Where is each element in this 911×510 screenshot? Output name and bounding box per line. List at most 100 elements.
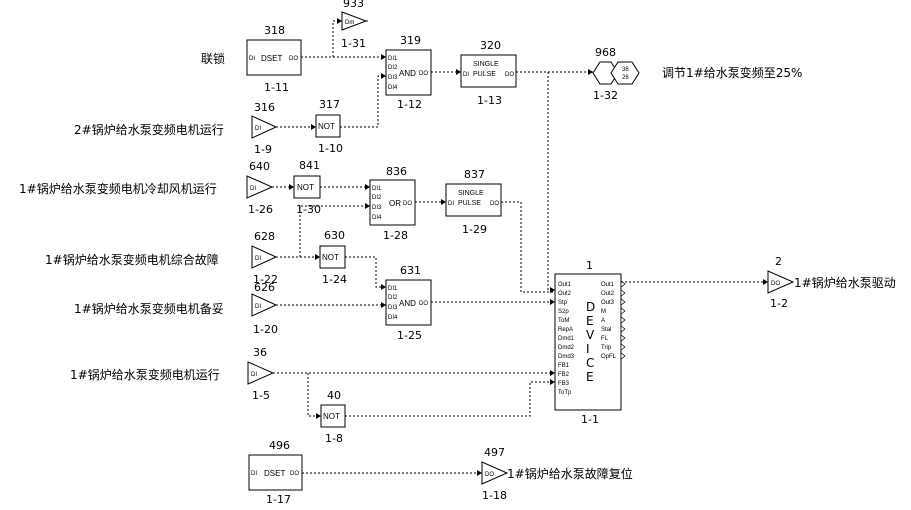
- block-497-name: DO: [485, 472, 494, 478]
- arrow-630: [315, 254, 320, 260]
- device-output-pin: Out3: [601, 300, 615, 306]
- block-631-id: 631: [400, 264, 421, 277]
- label-pump1-motor-running: 1#锅炉给水泵变频电机运行: [70, 367, 220, 382]
- block-628-shape: [251, 245, 278, 269]
- block-40-ref: 1-8: [325, 432, 343, 445]
- block-968-hex2: [610, 61, 640, 85]
- arrow-968: [588, 69, 593, 75]
- device-input-pins: Out1Out2StpS2pToMRepADmd1Dmd2Dmd3FB1FB2F…: [558, 282, 575, 396]
- device-ref: 1-1: [581, 413, 599, 426]
- block-320-name2: PULSE: [473, 71, 496, 78]
- block-628-ref: 1-22: [253, 273, 278, 286]
- block-837-in: DI: [448, 201, 454, 207]
- block-837-name2: PULSE: [458, 200, 481, 207]
- device-input-pin: Out2: [558, 291, 572, 297]
- block-318-name: DSET: [261, 54, 282, 63]
- device-input-pin: S2p: [558, 309, 569, 315]
- label-pump1-general-fault: 1#锅炉给水泵变频电机综合故障: [45, 252, 219, 267]
- device-output-pin-marker: [620, 343, 626, 351]
- block-640-ref: 1-26: [248, 203, 273, 216]
- arrow-dev-fb2: [550, 379, 555, 385]
- block-319-box: [385, 49, 432, 96]
- block-317-ref: 1-10: [318, 142, 343, 155]
- device-output-pin-marker: [620, 316, 626, 324]
- block-968-v2: 26: [622, 75, 629, 81]
- block-630-ref: 1-24: [322, 273, 347, 286]
- device-input-pin: ToTp: [558, 390, 572, 396]
- block-628-name: DI: [255, 256, 261, 262]
- block-841-id: 841: [299, 159, 320, 172]
- device-output-pin: Stal: [601, 327, 611, 333]
- block-40-id: 40: [327, 389, 341, 402]
- block-496-in: DI: [251, 471, 257, 477]
- block-631-in4: DI4: [388, 315, 398, 321]
- block-2-id: 2: [775, 255, 782, 268]
- device-title-letter: E: [586, 370, 594, 384]
- block-836-in1: DI1: [372, 186, 382, 192]
- device-output-pin-marker: [620, 334, 626, 342]
- block-631-ref: 1-25: [397, 329, 422, 342]
- block-496-id: 496: [269, 439, 290, 452]
- device-input-pin: FB2: [558, 372, 570, 378]
- block-320-single-pulse: 320 SINGLE DI PULSE DO 1-13: [460, 39, 517, 107]
- block-496-name: DSET: [264, 469, 285, 478]
- block-841-ref: 1-30: [296, 203, 321, 216]
- block-319-in4: DI4: [388, 85, 398, 91]
- block-836-box: [369, 179, 416, 226]
- block-320-in: DI: [463, 72, 469, 78]
- device-output-pin: FL: [601, 336, 609, 342]
- block-640-name: DI: [250, 186, 256, 192]
- block-2-do: 2 DO 1-2: [767, 255, 795, 310]
- arrow-319-in1: [381, 54, 386, 60]
- block-630-not: 630 NOT 1-24: [319, 229, 347, 286]
- block-319-and: 319 DI1 DI2 DI3 DI4 AND DO 1-12: [385, 34, 432, 111]
- block-316-di: 316 DI 1-9: [251, 101, 278, 156]
- block-318-dset: 318 DI DSET DO 1-11: [246, 24, 302, 94]
- block-837-out: DO: [490, 201, 499, 207]
- device-input-pin: Dmd1: [558, 336, 575, 342]
- label-adjust-freq: 调节1#给水泵变频至25%: [662, 65, 802, 80]
- arrow-dev-stp: [550, 299, 555, 305]
- arrow-320: [456, 69, 461, 75]
- block-496-dset: 496 DI DSET DO 1-17: [248, 439, 303, 506]
- device-output-pin: Out1: [601, 282, 615, 288]
- arrow-631-in3: [381, 302, 386, 308]
- wire-317-319: [340, 75, 386, 128]
- device-input-pin: Dmd3: [558, 354, 575, 360]
- device-input-pin: ToM: [558, 318, 569, 324]
- block-626-shape: [251, 293, 278, 317]
- block-1-device: 1 Out1Out2StpS2pToMRepADmd1Dmd2Dmd3FB1FB…: [554, 259, 626, 426]
- block-968-v1: 36: [622, 67, 629, 73]
- device-input-pin: Stp: [558, 300, 568, 306]
- block-836-or: 836 DI1 DI2 DI3 DI4 OR DO 1-28: [369, 165, 416, 242]
- arrow-836-in1: [365, 184, 370, 190]
- block-496-ref: 1-17: [266, 493, 291, 506]
- block-319-name: AND: [399, 69, 416, 78]
- block-837-id: 837: [464, 168, 485, 181]
- arrow-497: [477, 470, 482, 476]
- block-630-id: 630: [324, 229, 345, 242]
- block-628-id: 628: [254, 230, 275, 243]
- block-317-box: [315, 114, 341, 138]
- arrow-319-in3: [381, 73, 386, 79]
- block-968-hexagon: 968 36 26 1-32: [592, 46, 640, 102]
- block-316-id: 316: [254, 101, 275, 114]
- block-319-in2: DI2: [388, 65, 398, 71]
- block-631-and: 631 DI1 DI2 DI3 DI4 AND DO 1-25: [385, 264, 432, 342]
- device-output-pin-marker: [620, 289, 626, 297]
- block-836-out: DO: [403, 201, 412, 207]
- block-933-ref: 1-31: [341, 37, 366, 50]
- block-319-in1: DI1: [388, 56, 398, 62]
- device-title-letter: C: [586, 356, 594, 370]
- block-836-name: OR: [389, 199, 401, 208]
- block-837-single-pulse: 837 SINGLE DI PULSE DO 1-29: [445, 168, 502, 236]
- block-628-di: 628 DI 1-22: [251, 230, 278, 286]
- arrow-841: [289, 184, 294, 190]
- block-968-ref: 1-32: [593, 89, 618, 102]
- device-input-pin: Out1: [558, 282, 572, 288]
- block-631-name: AND: [399, 299, 416, 308]
- device-input-pin: RepA: [558, 327, 573, 333]
- block-836-in3: DI3: [372, 205, 382, 211]
- block-317-name: NOT: [318, 122, 335, 131]
